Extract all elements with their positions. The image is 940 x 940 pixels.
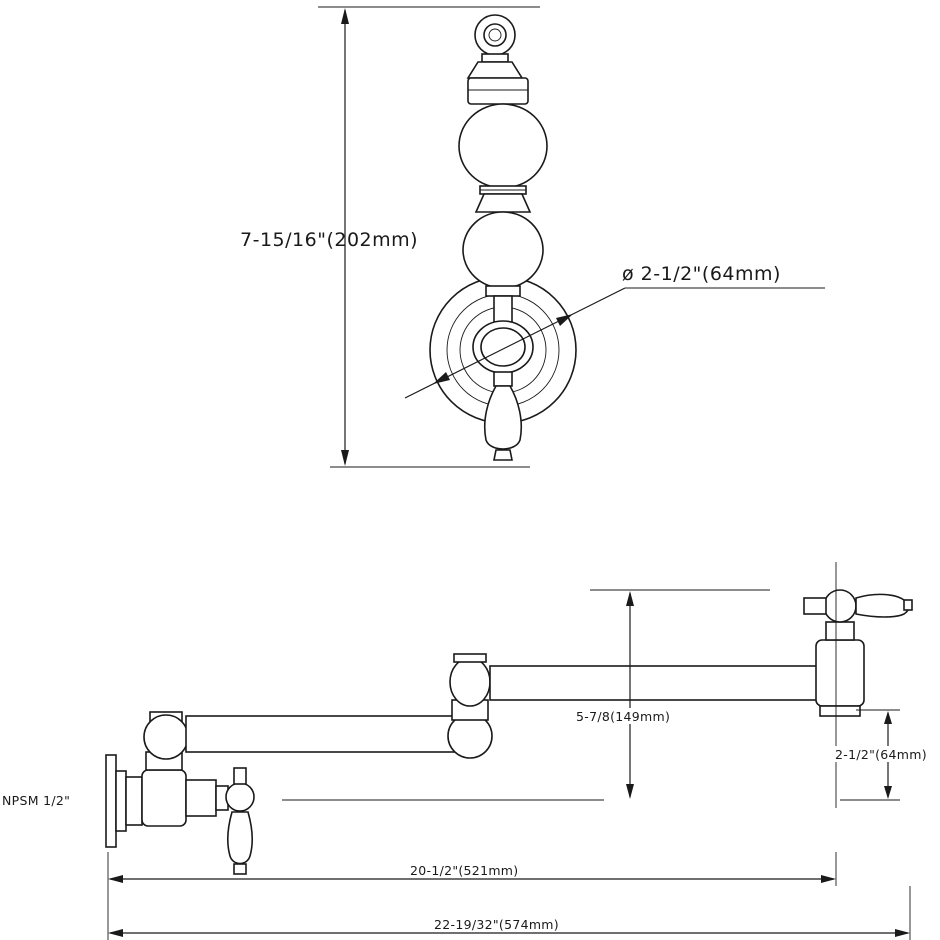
- spout-outlet: [819, 705, 861, 717]
- upper-body: [467, 77, 529, 105]
- spout-lever-handle: [855, 593, 910, 618]
- valve-handle-knob: [225, 782, 255, 812]
- arrow-head: [626, 591, 634, 606]
- flange-diameter-label: ø 2-1/2"(64mm): [622, 263, 781, 285]
- valve-neck: [485, 285, 521, 297]
- arrow-head: [108, 875, 123, 883]
- arrow-head: [433, 372, 450, 384]
- valve-handle-tip: [233, 863, 247, 875]
- lever-handle: [483, 385, 523, 450]
- inlet-thread-label: NPSM 1/2": [2, 793, 70, 808]
- inlet-nut: [125, 776, 143, 826]
- arrow-head: [821, 875, 836, 883]
- handle-neck: [493, 371, 513, 387]
- reach-inner-label: 20-1/2"(521mm): [410, 863, 518, 878]
- swing-arm-2: [489, 665, 821, 701]
- joint-ball-3: [449, 657, 491, 707]
- spout-handle-tip: [903, 599, 913, 611]
- reach-overall-label: 22-19/32"(574mm): [434, 917, 559, 932]
- spout-valve-body: [815, 639, 865, 707]
- arrow-head: [884, 786, 892, 799]
- front-height-label: 7-15/16"(202mm): [240, 229, 418, 251]
- arrow-head: [556, 314, 573, 326]
- upper-ball: [458, 103, 548, 189]
- spout-valve-neck: [825, 621, 855, 641]
- valve-bonnet: [185, 779, 217, 817]
- top-ring-inner: [483, 23, 507, 47]
- joint-ball-1: [143, 714, 189, 760]
- valve-loop-inner: [480, 327, 526, 367]
- arrow-head: [895, 929, 910, 937]
- upper-neck: [466, 61, 524, 79]
- arrow-head: [341, 8, 349, 24]
- spout-handle-hub: [823, 589, 857, 623]
- wall-plate-step: [115, 770, 127, 832]
- front-view: 7-15/16"(202mm): [240, 6, 825, 468]
- joint-cap-2: [453, 653, 487, 663]
- arrow-head: [341, 450, 349, 466]
- handle-tip: [493, 449, 513, 461]
- side-view: 5-7/8(149mm) 2-1/2"(64mm) NPSM 1/2" 20-1…: [2, 562, 938, 940]
- lower-ball: [462, 211, 544, 289]
- top-ring-hole: [488, 28, 502, 42]
- collar: [481, 53, 509, 63]
- swing-arm-1: [185, 715, 457, 753]
- offset-label: 2-1/2"(64mm): [835, 747, 927, 762]
- spout-handle-left: [803, 597, 827, 615]
- wall-plate: [105, 754, 117, 848]
- arrow-head: [884, 711, 892, 724]
- valve-stem: [493, 295, 513, 323]
- valve-body: [141, 769, 187, 827]
- valve-handle-top: [233, 767, 247, 785]
- arrow-head: [626, 784, 634, 799]
- mid-neck: [474, 193, 532, 213]
- valve-lever-handle: [227, 811, 253, 865]
- arrow-head: [108, 929, 123, 937]
- rise-label: 5-7/8(149mm): [576, 709, 670, 724]
